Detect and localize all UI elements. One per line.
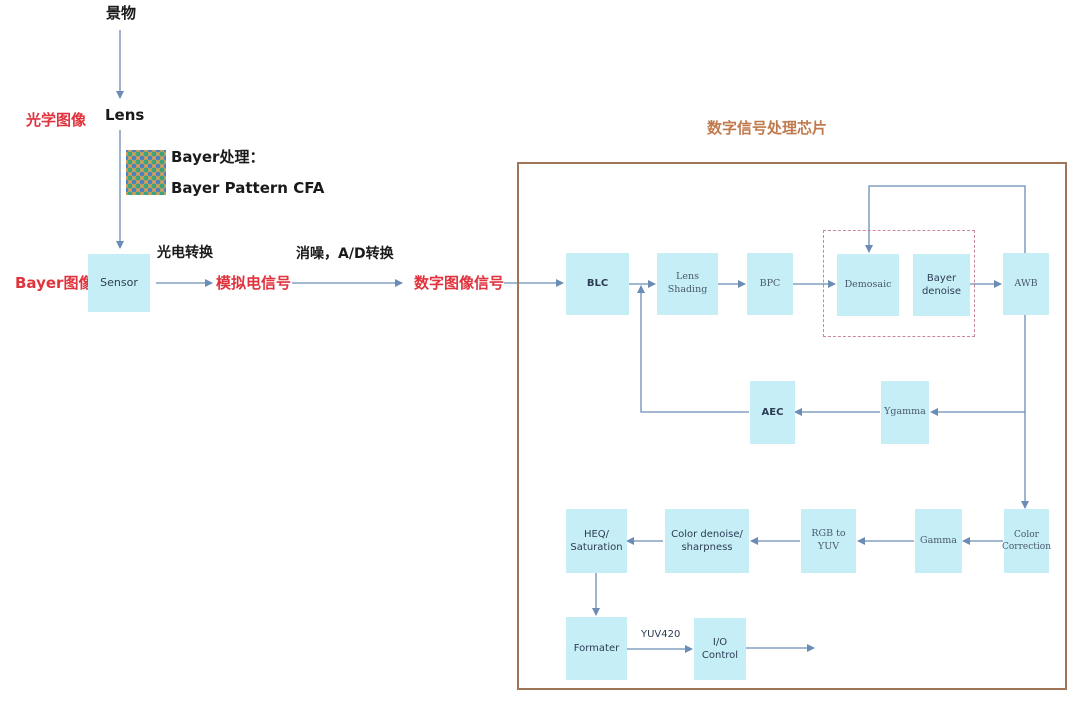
denoise-ad-label: 消噪，A/D转换 xyxy=(296,246,394,262)
awb-block: AWB xyxy=(1003,253,1049,315)
digital-image-signal-label: 数字图像信号 xyxy=(414,274,505,292)
color-denoise-block: Color denoise/ sharpness xyxy=(665,509,749,573)
bayer-denoise-text-2: denoise xyxy=(921,286,962,297)
io-control-text-1: I/O xyxy=(712,636,728,648)
demosaic-block: Demosaic xyxy=(837,254,899,316)
analog-signal-label: 模拟电信号 xyxy=(216,274,292,292)
bayer-denoise-text-1: Bayer xyxy=(926,272,957,284)
color-denoise-text-1: Color denoise/ xyxy=(671,528,743,540)
chip-title: 数字信号处理芯片 xyxy=(707,119,828,137)
bayer-processing-label: Bayer处理： xyxy=(171,148,265,166)
gamma-block: Gamma xyxy=(915,509,962,573)
photoelectric-conversion-label: 光电转换 xyxy=(157,245,213,261)
demosaic-text: Demosaic xyxy=(844,278,892,290)
aec-text: AEC xyxy=(761,406,784,418)
color-correction-text-2: Correction xyxy=(1002,542,1051,552)
heq-text-2: Saturation xyxy=(570,542,623,553)
ygamma-block: Ygamma xyxy=(881,381,929,444)
yuv420-label: YUV420 xyxy=(641,629,681,640)
formater-text: Formater xyxy=(573,642,620,654)
demosaic-group-frame xyxy=(823,230,975,337)
io-control-block: I/O Control xyxy=(694,618,746,680)
bayer-denoise-block: Bayer denoise xyxy=(913,254,970,316)
formater-block: Formater xyxy=(566,617,627,680)
bayer-cfa-pattern-icon xyxy=(126,150,166,195)
rgb-to-yuv-block: RGB to YUV xyxy=(801,509,856,573)
awb-text: AWB xyxy=(1014,277,1038,289)
dsp-chip-panel xyxy=(517,162,1067,690)
arrow-aec-to-blc xyxy=(637,285,749,413)
rgb-to-yuv-text-2: YUV xyxy=(817,541,840,552)
color-correction-block: Color Correction xyxy=(1002,509,1051,573)
bayer-image-label: Bayer图像 xyxy=(15,274,94,292)
color-denoise-text-2: sharpness xyxy=(681,542,733,553)
rgb-to-yuv-text-1: RGB to xyxy=(811,528,846,540)
scene-label: 景物 xyxy=(106,4,137,22)
sensor-block: Sensor xyxy=(88,254,150,312)
aec-block: AEC xyxy=(750,381,795,444)
ygamma-text: Ygamma xyxy=(884,406,926,418)
gamma-text: Gamma xyxy=(920,534,957,546)
optical-image-label: 光学图像 xyxy=(26,111,87,129)
bpc-text: BPC xyxy=(759,277,781,289)
blc-text: BLC xyxy=(586,278,609,290)
lens-shading-text: Lens Shading xyxy=(667,271,708,295)
bpc-block: BPC xyxy=(747,253,793,315)
bayer-pattern-label: Bayer Pattern CFA xyxy=(171,179,325,197)
color-correction-text-1: Color xyxy=(1014,529,1039,540)
sensor-text: Sensor xyxy=(100,275,138,289)
lens-shading-block: Lens Shading xyxy=(657,253,718,315)
blc-block: BLC xyxy=(566,253,629,315)
io-control-text-2: Control xyxy=(701,650,739,661)
heq-saturation-block: HEQ/ Saturation xyxy=(566,509,627,573)
arrow-awb-feedback-to-demosaic xyxy=(865,185,1026,253)
lens-label: Lens xyxy=(105,106,145,124)
heq-text-1: HEQ/ xyxy=(583,528,610,540)
